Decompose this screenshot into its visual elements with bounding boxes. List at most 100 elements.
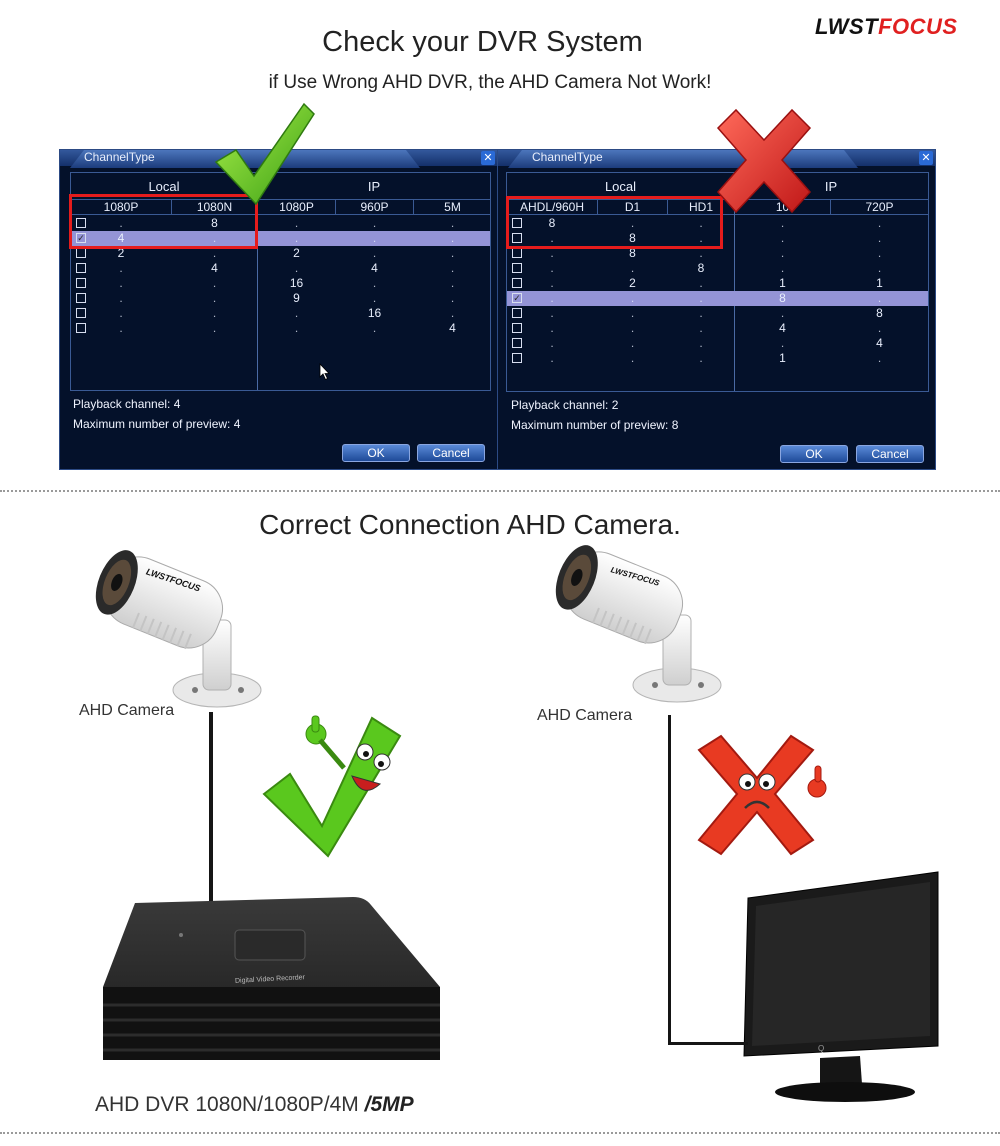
table-cell: . — [119, 216, 123, 230]
left-camera-label: AHD Camera — [79, 702, 175, 719]
brand-part-1: LWST — [815, 14, 879, 39]
table-cell: . — [780, 246, 785, 260]
table-cell: 8 — [629, 231, 636, 245]
table-row[interactable]: ..9.. — [71, 291, 490, 306]
dvr-model-text: AHD DVR 1080N/1080P/4M — [95, 1093, 359, 1116]
cancel-button[interactable]: Cancel — [417, 444, 485, 462]
table-row[interactable]: ..16.. — [71, 276, 490, 291]
row-checkbox[interactable] — [76, 218, 86, 228]
table-row[interactable]: ....4 — [71, 321, 490, 336]
bullet-camera-image — [555, 545, 722, 703]
table-cell: . — [294, 231, 299, 245]
close-icon[interactable]: ✕ — [919, 151, 933, 165]
brand-logo: LWSTFOCUS — [815, 14, 958, 40]
table-cell: 8 — [697, 261, 705, 275]
row-checkbox[interactable] — [512, 308, 522, 318]
row-checkbox[interactable] — [512, 323, 522, 333]
ok-button[interactable]: OK — [342, 444, 410, 462]
row-checkbox[interactable] — [76, 323, 86, 333]
table-cell: . — [877, 351, 882, 365]
table-cell: . — [780, 336, 785, 350]
row-checkbox[interactable] — [512, 218, 522, 228]
table-row[interactable]: ....8 — [507, 306, 928, 321]
row-checkbox[interactable] — [76, 263, 86, 273]
table-cell: . — [372, 246, 377, 260]
max-preview-text: Maximum number of preview: 4 — [73, 417, 241, 431]
table-cell: . — [119, 276, 123, 290]
column-header-row: AHDL/960H D1 HD1 10 720P — [507, 199, 928, 215]
table-cell: . — [212, 246, 217, 260]
row-checkbox[interactable] — [512, 353, 522, 363]
table-cell: . — [780, 216, 785, 230]
red-cross-icon — [716, 108, 812, 214]
column-header: 1080P — [71, 200, 172, 214]
ip-group-label: IP — [367, 179, 381, 194]
row-checkbox[interactable] — [512, 278, 522, 288]
table-cell: . — [550, 336, 554, 350]
monitor-image: Q — [743, 871, 939, 1102]
right-camera-label: AHD Camera — [537, 707, 633, 724]
table-cell: 2 — [293, 246, 300, 260]
dvr-recorder-image — [103, 897, 440, 1060]
dvr-model-highlight: /5MP — [364, 1093, 414, 1116]
ok-button[interactable]: OK — [780, 445, 848, 463]
page-subtitle: if Use Wrong AHD DVR, the AHD Camera Not… — [268, 72, 712, 93]
row-checkbox[interactable]: ✓ — [512, 293, 522, 303]
table-cell: 1 — [779, 276, 786, 290]
right-camera-cable — [668, 715, 671, 1045]
table-row[interactable]: ...4. — [507, 321, 928, 336]
table-cell: . — [699, 231, 703, 245]
table-cell: . — [699, 306, 703, 320]
right-channeltype-dialog: ChannelType ✕ Local IP AHDL/960H D1 HD1 … — [497, 149, 936, 470]
table-cell: 16 — [367, 306, 382, 320]
table-cell: . — [550, 231, 554, 245]
table-row[interactable]: ...1. — [507, 351, 928, 366]
table-cell: . — [630, 306, 635, 320]
table-cell: . — [877, 291, 882, 305]
brand-part-2: FOCUS — [878, 14, 958, 39]
table-row[interactable]: ..8.. — [507, 261, 928, 276]
local-ip-divider — [257, 173, 258, 390]
table-row[interactable]: .8... — [71, 216, 490, 231]
table-cell: . — [450, 246, 455, 260]
table-cell: . — [550, 351, 554, 365]
table-cell: . — [877, 231, 882, 245]
table-cell: 8 — [211, 216, 218, 230]
row-checkbox[interactable] — [76, 278, 86, 288]
table-cell: . — [212, 291, 217, 305]
close-icon[interactable]: ✕ — [481, 151, 495, 165]
dialog-title-tab — [70, 150, 420, 168]
table-cell: . — [450, 216, 455, 230]
table-cell: 4 — [876, 336, 883, 350]
table-cell: . — [372, 216, 377, 230]
row-checkbox[interactable] — [512, 263, 522, 273]
table-cell: . — [550, 276, 554, 290]
column-header: 720P — [865, 200, 894, 214]
table-row[interactable]: ....4 — [507, 336, 928, 351]
table-cell: 4 — [117, 231, 125, 245]
table-cell: . — [877, 261, 882, 275]
table-row[interactable]: ...16. — [71, 306, 490, 321]
channel-table: Local IP 1080P 1080N 1080P 960P 5M .8...… — [70, 172, 491, 391]
table-cell: . — [212, 321, 217, 335]
table-row[interactable]: .4.4. — [71, 261, 490, 276]
table-row[interactable]: ✓...8. — [507, 291, 928, 306]
row-checkbox[interactable] — [512, 338, 522, 348]
table-cell: . — [294, 321, 299, 335]
row-checkbox[interactable]: ✓ — [76, 233, 86, 243]
cancel-button[interactable]: Cancel — [856, 445, 924, 463]
table-row[interactable]: .8... — [507, 231, 928, 246]
local-ip-divider — [734, 173, 735, 391]
table-row[interactable]: ✓4.... — [71, 231, 490, 246]
svg-text:Q: Q — [818, 1044, 824, 1053]
row-checkbox[interactable] — [76, 293, 86, 303]
row-checkbox[interactable] — [512, 233, 522, 243]
table-cell: . — [119, 321, 123, 335]
row-checkbox[interactable] — [76, 308, 86, 318]
monitor-cable — [668, 1042, 748, 1045]
table-cell: 4 — [449, 321, 456, 335]
table-cell: . — [699, 276, 703, 290]
table-cell: 8 — [779, 291, 786, 305]
table-row[interactable]: 8.... — [507, 216, 928, 231]
